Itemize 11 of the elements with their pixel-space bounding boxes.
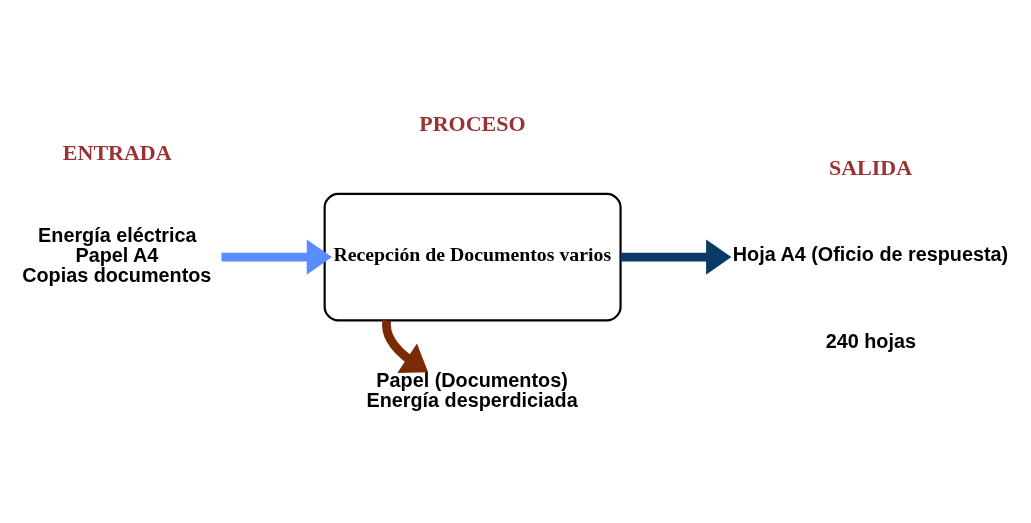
arrow xyxy=(382,319,429,373)
arrow xyxy=(620,239,732,275)
label: ENTRADA xyxy=(62,140,172,166)
node-box: Recepción de Documentos varios xyxy=(323,192,622,322)
node-text: Papel (Documentos) Energía desperdiciada xyxy=(366,369,578,412)
node-text: Hoja A4 (Oficio de respuesta) xyxy=(732,242,1009,265)
label: PROCESO xyxy=(419,110,526,136)
arrow xyxy=(221,239,332,275)
node-text: Energía eléctrica Papel A4 Copias documentos xyxy=(22,224,212,286)
label: 240 hojas xyxy=(825,329,916,352)
label: SALIDA xyxy=(829,154,913,180)
